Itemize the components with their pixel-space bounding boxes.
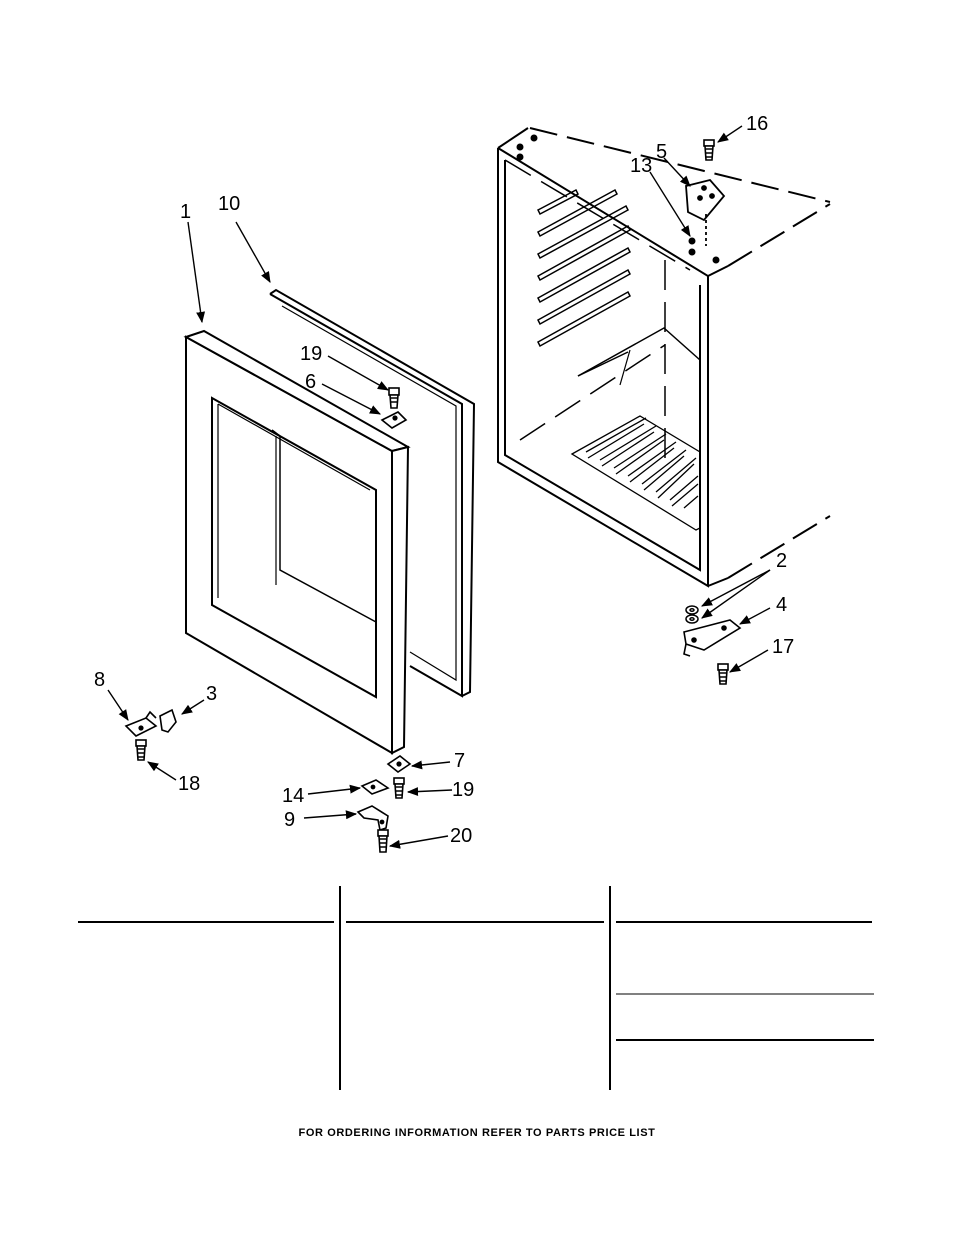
cap-3 [159,708,177,733]
callout-14: 14 [282,785,304,807]
info-table [78,886,874,1090]
door-frame [183,329,411,755]
callout-13: 13 [630,155,652,177]
door-hinge-6 [380,411,408,429]
callout-10: 10 [218,193,240,215]
hinge-7 [386,755,412,773]
callout-5: 5 [656,141,667,163]
screw-20 [377,829,389,853]
callout-17: 17 [772,636,794,658]
callout-labels: 1 10 19 6 16 5 13 2 4 17 8 3 18 7 19 14 … [94,113,794,847]
callout-4: 4 [776,594,787,616]
callout-2: 2 [776,550,787,572]
callout-16: 16 [746,113,768,135]
callout-8: 8 [94,669,105,691]
callout-1: 1 [180,201,191,223]
callout-6: 6 [305,371,316,393]
cabinet [497,127,831,588]
shim-14 [360,779,390,795]
screw-17 [717,663,729,685]
callout-20: 20 [450,825,472,847]
callout-7: 7 [454,750,465,772]
callout-18: 18 [178,773,200,795]
callout-19-top: 19 [300,343,322,365]
bracket-9 [356,805,389,832]
screw-18 [135,739,147,761]
callout-19-bottom: 19 [452,779,474,801]
screw-19-bottom [393,777,405,799]
top-hinge [685,178,726,246]
ordering-note: FOR ORDERING INFORMATION REFER TO PARTS … [298,1127,656,1139]
door-gasket [269,288,476,698]
leader-lines [107,125,771,849]
callout-9: 9 [284,809,295,831]
bracket-8 [124,710,158,737]
callout-3: 3 [206,683,217,705]
washers [685,605,699,624]
cabinet-side-vents [537,188,631,348]
bottom-hinge-right [683,619,742,657]
screw-19-top [388,387,400,409]
screw-16 [703,139,715,161]
cabinet-floor-grille [570,415,701,531]
